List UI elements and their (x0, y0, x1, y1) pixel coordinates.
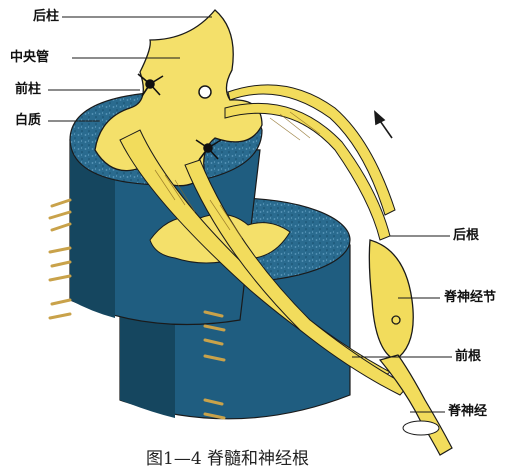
spinal-ganglion (369, 240, 413, 360)
spinal-nerve-trunk (380, 355, 452, 455)
label-ventral-root: 前根 (455, 350, 481, 363)
label-spinal-nerve: 脊神经 (448, 405, 487, 418)
label-posterior-column: 后柱 (33, 10, 59, 23)
central-canal (199, 86, 211, 98)
label-spinal-ganglion: 脊神经节 (444, 291, 496, 304)
left-rootlets (50, 200, 70, 318)
figure-caption: 图1—4 脊髓和神经根 (146, 444, 309, 469)
arrow-up-icon (375, 112, 392, 138)
label-central-canal: 中央管 (10, 51, 49, 64)
label-white-matter: 白质 (15, 114, 41, 127)
label-anterior-column: 前柱 (15, 83, 41, 96)
label-dorsal-root: 后根 (453, 229, 479, 242)
